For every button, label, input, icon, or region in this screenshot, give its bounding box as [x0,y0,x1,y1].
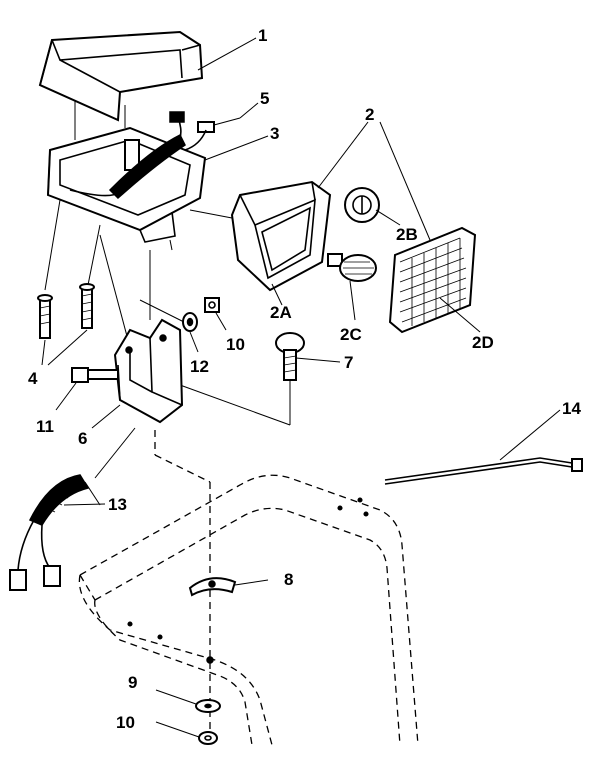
callout-2A: 2A [270,303,292,322]
callout-4: 4 [28,369,38,388]
callout-14: 14 [562,399,581,418]
mounting-bracket [113,318,184,424]
leader-lines [41,37,481,738]
callout-2D: 2D [472,333,494,352]
bulb [327,253,377,282]
bolt [71,367,119,383]
washer-nut-lower [195,699,221,745]
callout-10-upper: 10 [226,335,245,354]
callout-2B: 2B [396,225,418,244]
callout-labels: 1 2 2A 2B 2C 2D 3 4 5 6 7 8 9 10 10 11 1… [28,26,581,732]
coil-cord [9,474,101,591]
callout-10-lower: 10 [116,713,135,732]
lens [388,226,477,334]
callout-1: 1 [258,26,267,45]
callout-13: 13 [108,495,127,514]
callout-9: 9 [128,673,137,692]
callout-5: 5 [260,89,269,108]
lamp-reflector [230,180,332,292]
frame [78,474,419,746]
carriage-bolt [275,332,305,381]
alignment-lines [44,95,291,740]
support-rod [384,409,583,485]
callout-7: 7 [344,353,353,372]
callout-8: 8 [284,570,293,589]
washer-nut-upper [182,297,220,332]
callout-3: 3 [270,124,279,143]
wire-connector [169,111,241,151]
bulb-socket [344,187,380,223]
callout-12: 12 [190,357,209,376]
callout-2C: 2C [340,325,362,344]
callout-6: 6 [78,429,87,448]
housing-cover [38,30,204,122]
callout-2: 2 [365,105,374,124]
screws [37,283,95,339]
housing-base [46,126,207,243]
saddle-clamp [188,577,269,597]
callout-11: 11 [36,417,54,436]
